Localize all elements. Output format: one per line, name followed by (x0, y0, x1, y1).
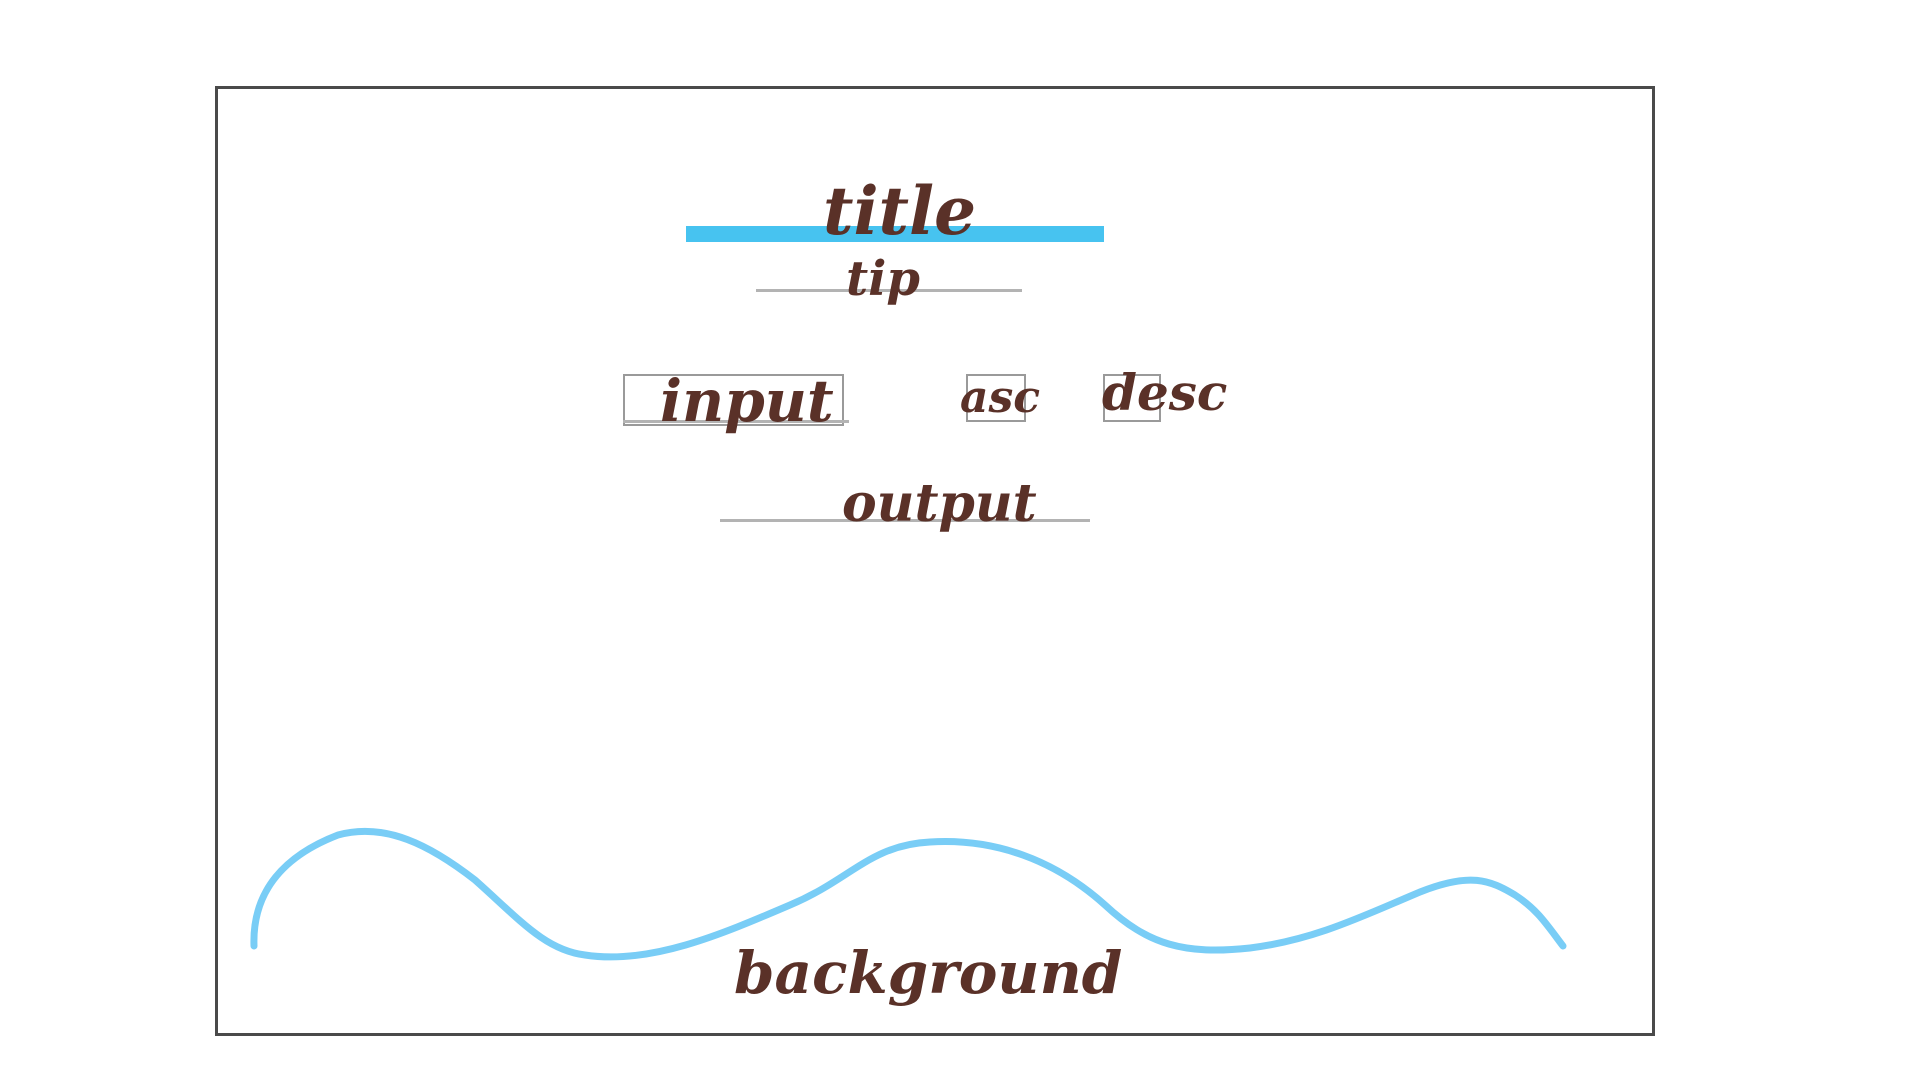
tip-label: tip (846, 251, 920, 307)
desc-label: desc (1102, 363, 1228, 422)
input-label: input (660, 367, 834, 435)
app-frame (215, 86, 1655, 1036)
output-line (720, 519, 1090, 522)
desc-button[interactable] (1103, 374, 1161, 422)
output-label: output (842, 473, 1037, 534)
background-label: background (734, 939, 1123, 1007)
title-label: title (823, 172, 977, 250)
input-field[interactable] (623, 374, 844, 426)
input-underline (623, 420, 849, 423)
asc-label: asc (960, 372, 1041, 423)
title-bar (686, 226, 1104, 242)
asc-button[interactable] (966, 374, 1026, 422)
tip-line (756, 289, 1022, 292)
